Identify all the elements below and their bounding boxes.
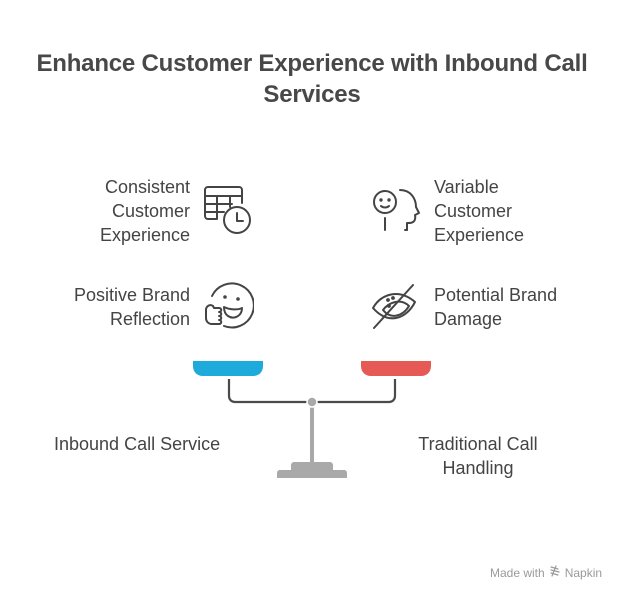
scale-post — [310, 406, 314, 463]
made-with-napkin-footer: Made with Napkin — [490, 565, 602, 580]
label-line: Traditional Call — [418, 434, 538, 454]
scale-base-bottom — [277, 470, 347, 478]
label-line: Positive Brand — [73, 285, 190, 305]
potential-brand-damage-label: Potential Brand Damage — [434, 283, 604, 331]
right-pan — [361, 361, 431, 376]
label-line: Experience — [434, 225, 525, 245]
made-with-text: Made with — [490, 565, 545, 580]
napkin-brand-text: Napkin — [564, 565, 603, 580]
face-head-profile-icon — [369, 185, 421, 237]
positive-brand-reflection-label: Positive Brand Reflection — [30, 283, 190, 331]
left-pan — [193, 361, 263, 376]
label-line: Customer — [434, 201, 513, 221]
scale-base-top — [291, 462, 333, 470]
label-line: Handling — [442, 458, 514, 478]
title-line-1: Enhance Customer Experience with Inbound… — [36, 50, 588, 77]
variable-customer-experience-label: Variable Customer Experience — [434, 175, 594, 247]
inbound-call-service-label: Inbound Call Service — [54, 434, 221, 454]
table-clock-icon — [202, 185, 254, 237]
scale-pivot — [306, 396, 318, 408]
title-line-2: Services — [263, 81, 361, 108]
smile-thumbs-up-icon — [202, 282, 254, 334]
diagram-title: Enhance Customer Experience with Inbound… — [0, 48, 624, 110]
label-line: Reflection — [109, 309, 190, 329]
consistent-customer-experience-label: Consistent Customer Experience — [60, 175, 190, 247]
label-line: Damage — [434, 309, 503, 329]
label-line: Consistent — [104, 177, 190, 197]
label-line: Potential Brand — [434, 285, 558, 305]
napkin-logo-icon — [549, 565, 561, 580]
eye-slash-icon — [369, 282, 421, 334]
traditional-call-handling-label: Traditional Call Handling — [394, 432, 562, 480]
label-line: Customer — [111, 201, 190, 221]
label-line: Experience — [99, 225, 190, 245]
label-line: Variable — [434, 177, 499, 197]
